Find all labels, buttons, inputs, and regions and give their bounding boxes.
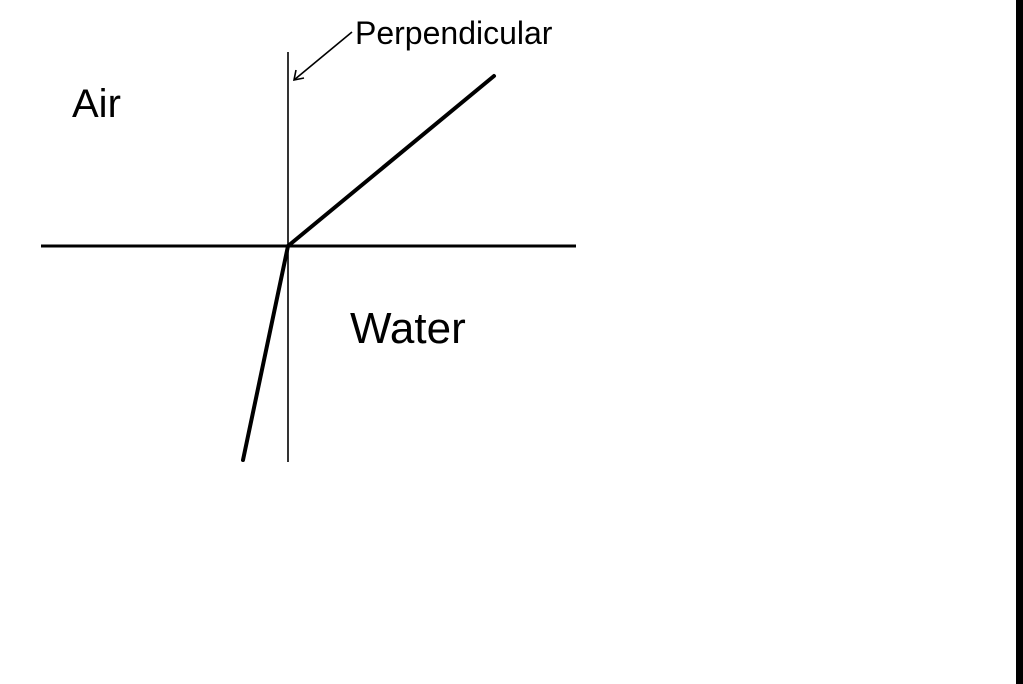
incident-ray <box>286 74 496 248</box>
water-label: Water <box>350 304 466 353</box>
air-label: Air <box>72 82 121 126</box>
perpendicular-label: Perpendicular <box>355 15 553 51</box>
right-edge-bar <box>1016 0 1023 684</box>
refracted-ray <box>241 244 290 462</box>
pointer-arrow <box>292 31 353 82</box>
